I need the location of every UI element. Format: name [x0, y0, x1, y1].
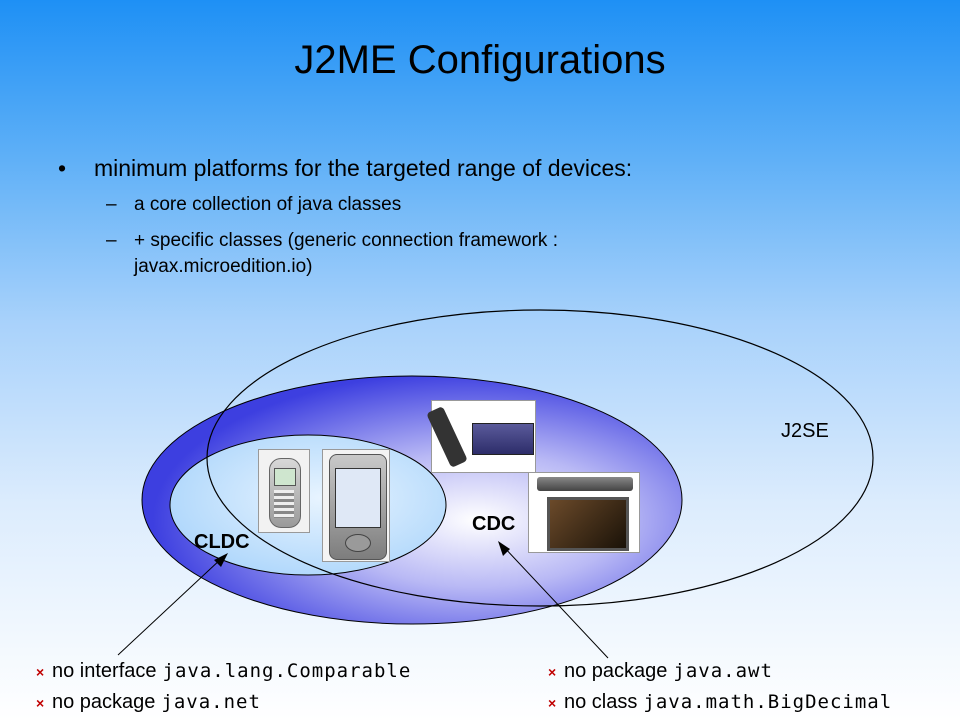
x-mark-icon: ×	[36, 664, 45, 680]
x-mark-icon: ×	[548, 664, 557, 680]
sub-bullet-text: a core collection of java classes	[134, 194, 402, 215]
sub-bullet-item: – a core collection of java classes	[106, 192, 918, 218]
cdc-notes: × no package java.awt × no class java.ma…	[548, 656, 892, 718]
sub-bullet-text: + specific classes (generic connection f…	[134, 230, 558, 277]
j2se-label: J2SE	[781, 420, 829, 442]
bullet-item: • minimum platforms for the targeted ran…	[58, 155, 918, 182]
cldc-arrow	[117, 557, 223, 656]
note-item: × no class java.math.BigDecimal	[548, 687, 892, 718]
note-text: no interface	[52, 660, 157, 682]
dash-mark: –	[106, 230, 117, 251]
cdc-label: CDC	[472, 513, 516, 535]
note-text: no package	[52, 691, 156, 713]
cldc-arrowhead	[214, 553, 228, 567]
note-code: java.awt	[673, 660, 773, 682]
page-title: J2ME Configurations	[294, 38, 666, 82]
bullet-text: minimum platforms for the targeted range…	[94, 155, 633, 181]
car-screen-image	[528, 472, 640, 553]
pda-image	[322, 449, 390, 562]
x-mark-icon: ×	[548, 695, 557, 711]
mobile-phone-image	[258, 449, 310, 533]
note-code: java.math.BigDecimal	[643, 691, 893, 713]
dash-mark: –	[106, 194, 117, 215]
note-code: java.net	[161, 691, 261, 713]
cdc-arrow	[502, 545, 609, 659]
cdc-arrowhead	[498, 541, 510, 556]
cldc-label: CLDC	[194, 531, 250, 553]
note-item: × no package java.awt	[548, 656, 892, 687]
cldc-notes: × no interface java.lang.Comparable × no…	[36, 656, 411, 718]
j2se-ellipse	[206, 309, 874, 607]
set-top-box-image	[426, 400, 536, 473]
note-text: no package	[564, 660, 668, 682]
x-mark-icon: ×	[36, 695, 45, 711]
note-text: no class	[564, 691, 638, 713]
note-item: × no interface java.lang.Comparable	[36, 656, 411, 687]
sub-bullet-item: – + specific classes (generic connection…	[106, 228, 918, 280]
bullet-mark: •	[58, 155, 67, 181]
note-code: java.lang.Comparable	[162, 660, 412, 682]
note-item: × no package java.net	[36, 687, 411, 718]
bullet-list: • minimum platforms for the targeted ran…	[58, 155, 918, 280]
